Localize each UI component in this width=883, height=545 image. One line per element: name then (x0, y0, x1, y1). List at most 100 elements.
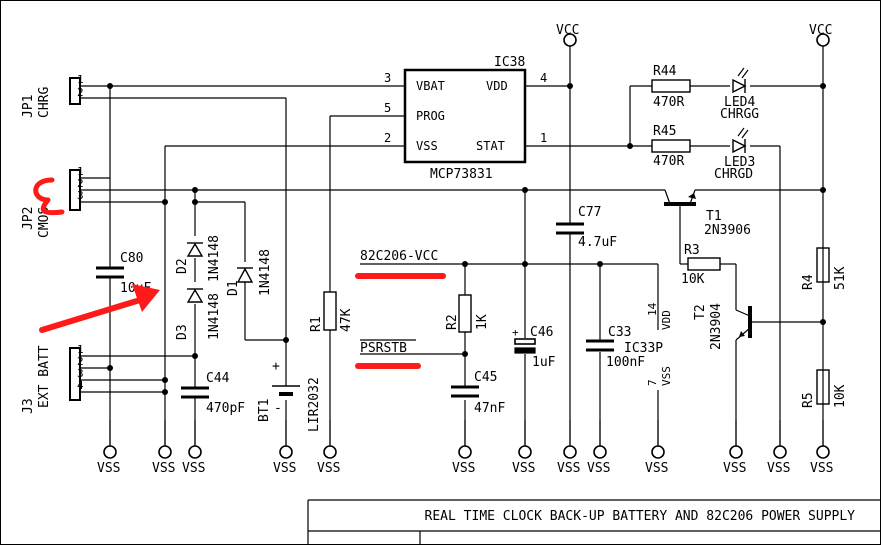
ic33p-power[interactable]: 14 VDD IC33P 7 VSS (624, 302, 673, 386)
c44-ref: C44 (206, 371, 230, 386)
jp1-pin1: 1 (77, 73, 84, 86)
battery-bt1[interactable]: + - BT1 LIR2032 (257, 359, 322, 432)
ic38-chip[interactable]: IC38 MCP73831 VBAT PROG VSS VDD STAT 3 5… (384, 55, 547, 182)
led3-ref: LED3 (724, 155, 755, 170)
r1-value: 47K (339, 308, 354, 332)
j3-pin1: 1 (77, 343, 84, 356)
jp1-pin2: 2 (77, 86, 84, 99)
vss-label-6: VSS (452, 461, 475, 476)
schematic-title: REAL TIME CLOCK BACK-UP BATTERY AND 82C2… (425, 509, 856, 524)
vss-label-11: VSS (723, 461, 746, 476)
ic33p-vss-pin: 7 (646, 379, 659, 386)
resistor-r2[interactable]: R2 1K (445, 294, 490, 333)
capacitor-c45[interactable]: C45 47nF (451, 370, 505, 416)
vcc-symbol-2: VCC (809, 23, 832, 59)
c46-plus: + (512, 326, 519, 339)
resistor-r44[interactable]: R44 470R (651, 64, 691, 110)
r3-value: 10K (681, 272, 705, 287)
jp1-name: CHRG (37, 87, 52, 118)
jp2-pin1: 1 (77, 165, 84, 178)
d1-value: 1N4148 (258, 249, 273, 296)
ic38-pinnum-vdd: 4 (540, 71, 547, 85)
resistor-r3[interactable]: R3 10K (681, 243, 721, 287)
vss-label-3: VSS (182, 461, 205, 476)
vss-label-2: VSS (152, 461, 175, 476)
capacitor-c44[interactable]: C44 470pF (181, 371, 245, 416)
arrow-shaft (39, 297, 143, 333)
diode-d2[interactable]: D2 1N4148 (175, 235, 222, 282)
vss-label-5: VSS (317, 461, 340, 476)
c46-ref: C46 (530, 325, 553, 340)
d3-value: 1N4148 (207, 293, 222, 340)
vss-label-7: VSS (512, 461, 535, 476)
red-annotations (33, 177, 446, 369)
ic38-ref: IC38 (494, 55, 525, 70)
vss-symbols: VSS VSS VSS VSS VSS VSS VSS VSS VSS VSS … (97, 419, 833, 476)
net-label-82c206-vcc: 82C206-VCC (360, 249, 438, 264)
ic38-pin-prog: PROG (416, 109, 445, 123)
r45-ref: R45 (653, 124, 676, 139)
j3-ref: J3 (21, 398, 36, 414)
r4-ref: R4 (801, 274, 816, 290)
ic33p-vdd: VDD (660, 310, 673, 330)
vss-label-10: VSS (645, 461, 668, 476)
c80-ref: C80 (120, 251, 143, 266)
ic38-pinnum-vbat: 3 (384, 71, 391, 85)
jp1-ref: JP1 (21, 95, 36, 118)
r3-ref: R3 (684, 243, 700, 258)
ic38-pinnum-vss: 2 (384, 131, 391, 145)
resistor-r1[interactable]: R1 47K (309, 291, 354, 332)
transistor-t2[interactable]: T2 2N3904 (693, 303, 752, 350)
resistor-r5[interactable]: R5 10K (801, 369, 848, 408)
connector-jp2[interactable]: 1 2 3 JP2 CMOS (21, 165, 84, 238)
d2-ref: D2 (175, 258, 190, 274)
diode-d1[interactable]: D1 1N4148 (226, 249, 273, 296)
jp2-highlight-bracket (33, 177, 65, 216)
bt1-value: LIR2032 (307, 377, 322, 432)
d2-value: 1N4148 (207, 235, 222, 282)
resistor-r45[interactable]: R45 470R (651, 124, 691, 169)
ic38-pinnum-stat: 1 (540, 131, 547, 145)
diode-d3[interactable]: D3 1N4148 (175, 282, 222, 340)
capacitor-c46[interactable]: + C46 1uF (512, 325, 556, 370)
r5-value: 10K (833, 384, 848, 408)
r44-value: 470R (653, 95, 684, 110)
ic33p-ref: IC33P (624, 341, 663, 356)
t1-ref: T1 (706, 209, 722, 224)
bt1-plus: + (272, 359, 280, 374)
ic33p-vdd-pin: 14 (646, 302, 659, 316)
r1-ref: R1 (309, 316, 324, 332)
connector-j3[interactable]: 1 2 3 4 J3 EXT BATT (21, 343, 84, 414)
junction-dots (107, 83, 826, 395)
led3-value: CHRGD (714, 167, 753, 182)
c44-value: 470pF (206, 401, 245, 416)
c77-value: 4.7uF (578, 235, 617, 250)
c77-ref: C77 (578, 205, 601, 220)
j3-pin3: 3 (77, 367, 84, 380)
ic38-pinnum-prog: 5 (384, 101, 391, 115)
d3-ref: D3 (175, 324, 190, 340)
ic38-pin-vss: VSS (416, 139, 438, 153)
r2-ref: R2 (445, 314, 460, 330)
t1-value: 2N3906 (704, 223, 751, 238)
capacitor-c33[interactable]: C33 100nF (586, 325, 645, 370)
j3-name: EXT BATT (37, 345, 52, 408)
led3[interactable]: LED3 CHRGD (714, 127, 755, 182)
r45-value: 470R (653, 154, 684, 169)
t2-value: 2N3904 (709, 303, 724, 350)
transistor-t1[interactable]: T1 2N3906 (664, 189, 751, 238)
jp2-ref: JP2 (21, 207, 36, 230)
resistor-r4[interactable]: R4 51K (801, 247, 848, 290)
arrow-head (132, 284, 160, 312)
led4[interactable]: LED4 CHRGG (720, 67, 759, 122)
c33-value: 100nF (606, 355, 645, 370)
c45-value: 47nF (474, 401, 505, 416)
r5-ref: R5 (801, 392, 816, 408)
led4-ref: LED4 (724, 95, 755, 110)
r2-value: 1K (475, 314, 490, 330)
connector-jp1[interactable]: 1 2 JP1 CHRG (21, 73, 84, 118)
capacitor-c77[interactable]: C77 4.7uF (556, 205, 617, 250)
ic38-pin-vbat: VBAT (416, 79, 445, 93)
ic38-pin-vdd: VDD (486, 79, 508, 93)
